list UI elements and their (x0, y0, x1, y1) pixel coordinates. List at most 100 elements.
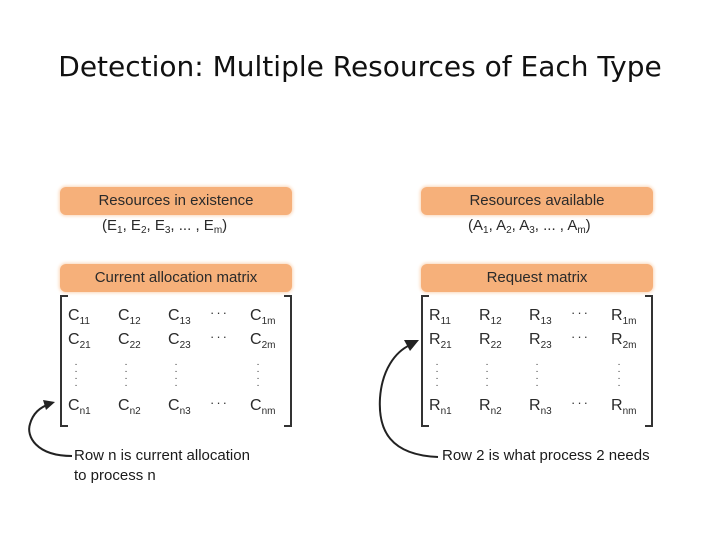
matrix-cell-subscript: n2 (490, 406, 502, 417)
matrix-cell: Rnm (611, 397, 636, 417)
matrix-cell-letter: R (479, 397, 491, 414)
matrix-cell-letter: C (68, 397, 80, 414)
matrix-cell-letter: R (611, 331, 623, 348)
matrix-cell: C1m (250, 307, 275, 327)
matrix-cell: R1m (611, 307, 636, 327)
matrix-cell-letter: R (479, 331, 491, 348)
vector-letter: E (154, 217, 165, 234)
matrix-cell-subscript: nm (261, 406, 276, 417)
matrix-cell-letter: R (429, 397, 441, 414)
matrix-cell: Cn1 (68, 397, 91, 417)
vector-subscript: 1 (117, 225, 123, 236)
matrix-cell-subscript: n3 (179, 406, 191, 417)
matrix-cell-subscript: n2 (129, 406, 141, 417)
matrix-cell-letter: C (168, 331, 180, 348)
available-vector: (A1, A2, A3, ... , Am) (468, 217, 591, 236)
matrix-cell: Rn1 (429, 397, 452, 417)
matrix-cell-letter: R (479, 307, 491, 324)
matrix-cell-subscript: 12 (129, 316, 141, 327)
vector-subscript: 3 (164, 225, 171, 236)
matrix-cell-subscript: 11 (79, 316, 90, 327)
matrix-cell: Cn2 (118, 397, 141, 417)
matrix-horizontal-ellipsis: ··· (571, 395, 590, 410)
matrix-vertical-ellipsis: ···· (435, 359, 439, 391)
matrix-cell: R2m (611, 331, 636, 351)
matrix-cell: R21 (429, 331, 452, 351)
matrix-cell-subscript: n1 (79, 406, 91, 417)
allocation-caption-line2: to process n (74, 467, 156, 484)
vector-subscript: m (213, 225, 223, 236)
matrix-cell-subscript: 11 (440, 316, 451, 327)
vec-ellipsis: ... (178, 217, 192, 234)
matrix-right-bracket (645, 295, 653, 427)
matrix-cell-subscript: 22 (129, 340, 141, 351)
vector-letter: A (519, 217, 530, 234)
request-arrowhead (404, 340, 419, 351)
matrix-cell-subscript: 22 (490, 340, 502, 351)
matrix-vertical-ellipsis: ···· (174, 359, 178, 391)
matrix-cell: R11 (429, 307, 451, 327)
matrix-cell-subscript: 12 (490, 316, 502, 327)
existence-vector: (E1, E2, E3, ... , Em) (102, 217, 228, 236)
matrix-cell: Rn3 (529, 397, 552, 417)
matrix-left-bracket (60, 295, 68, 427)
matrix-cell-subscript: 13 (179, 316, 191, 327)
slide-title: Detection: Multiple Resources of Each Ty… (58, 50, 662, 83)
matrix-cell: R13 (529, 307, 552, 327)
matrix-cell: Cn3 (168, 397, 191, 417)
matrix-cell: C2m (250, 331, 275, 351)
vec-a1: A1 (473, 217, 489, 236)
vector-letter: E (130, 217, 141, 234)
matrix-cell-subscript: 23 (540, 340, 552, 351)
vector-letter: E (107, 217, 118, 234)
vec-em: Em (204, 217, 223, 236)
matrix-cell-letter: R (429, 331, 441, 348)
matrix-cell: C13 (168, 307, 191, 327)
request-matrix-label: Request matrix (421, 264, 653, 292)
vec-a3: A3 (519, 217, 535, 236)
matrix-cell-letter: R (611, 397, 623, 414)
matrix-cell-letter: R (529, 307, 541, 324)
matrix-cell-letter: C (250, 307, 262, 324)
matrix-horizontal-ellipsis: ··· (210, 329, 229, 344)
matrix-cell: R23 (529, 331, 552, 351)
matrix-cell-subscript: n1 (440, 406, 452, 417)
matrix-cell-letter: C (250, 331, 262, 348)
resources-in-existence-label: Resources in existence (60, 187, 292, 215)
matrix-cell-letter: R (611, 307, 623, 324)
matrix-cell-letter: R (529, 397, 541, 414)
resources-available-label: Resources available (421, 187, 653, 215)
matrix-cell-letter: C (168, 307, 180, 324)
vec-am: Am (567, 217, 586, 236)
vector-subscript: 2 (140, 225, 147, 236)
vector-letter: A (567, 217, 578, 234)
matrix-horizontal-ellipsis: ··· (571, 305, 590, 320)
matrix-cell-letter: C (118, 307, 130, 324)
matrix-cell: R22 (479, 331, 502, 351)
vec-e3: E3 (154, 217, 171, 236)
matrix-horizontal-ellipsis: ··· (210, 305, 229, 320)
matrix-cell-subscript: nm (622, 406, 637, 417)
request-caption: Row 2 is what process 2 needs (442, 447, 650, 464)
request-arrow (378, 344, 439, 458)
vec-e1: E1 (107, 217, 123, 236)
matrix-cell: C21 (68, 331, 91, 351)
vector-letter: A (496, 217, 507, 234)
matrix-cell-letter: C (68, 307, 80, 324)
vector-subscript: 1 (483, 225, 489, 236)
vector-letter: A (473, 217, 484, 234)
vec-e2: E2 (130, 217, 147, 236)
matrix-cell-letter: C (168, 397, 180, 414)
matrix-cell-letter: R (529, 331, 541, 348)
allocation-arrow (28, 403, 73, 457)
matrix-cell: Cnm (250, 397, 275, 417)
vector-subscript: m (577, 225, 586, 236)
matrix-cell-letter: C (68, 331, 80, 348)
matrix-cell-subscript: n3 (540, 406, 552, 417)
matrix-vertical-ellipsis: ···· (485, 359, 489, 391)
allocation-arrowhead (43, 400, 55, 410)
matrix-horizontal-ellipsis: ··· (210, 395, 229, 410)
